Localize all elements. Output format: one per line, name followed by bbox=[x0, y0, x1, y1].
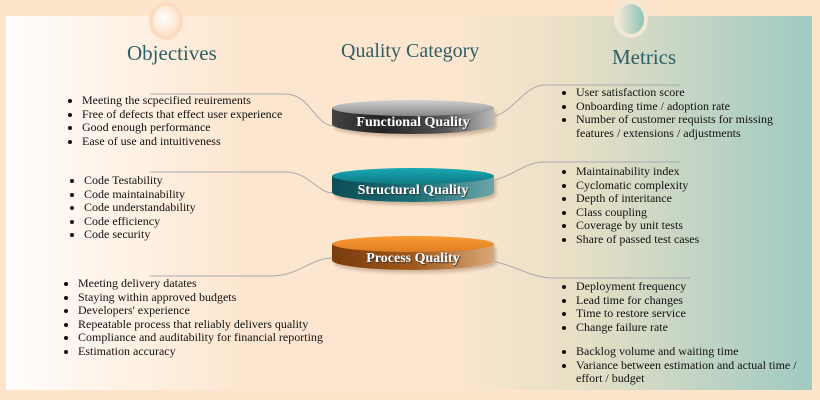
list-item: Code understandability bbox=[84, 200, 196, 215]
connector-line bbox=[494, 261, 690, 279]
list-item: Developers' experience bbox=[78, 303, 323, 318]
connector-line bbox=[494, 161, 680, 181]
list-item: Staying within approved budgets bbox=[78, 290, 323, 305]
list-item: Code security bbox=[84, 227, 196, 242]
disc-structural-quality: Structural Quality bbox=[332, 168, 494, 208]
background-panel bbox=[6, 16, 812, 390]
list-item: Free of defects that effect user experie… bbox=[82, 107, 282, 122]
connector-line bbox=[150, 257, 334, 277]
disc-functional-quality: Functional Quality bbox=[332, 100, 494, 140]
list-item: Class coupling bbox=[576, 205, 699, 220]
metrics-list-process: Deployment frequency Lead time for chang… bbox=[560, 279, 816, 386]
list-item: Change failure rate bbox=[576, 320, 816, 335]
list-item: Meeting delivery datates bbox=[78, 276, 323, 291]
category-label: Functional Quality bbox=[356, 115, 470, 130]
list-item: Time to restore service bbox=[576, 306, 816, 321]
list-item: Code Testability bbox=[84, 173, 196, 188]
decorative-knob-left bbox=[153, 6, 179, 36]
objectives-header: Objectives bbox=[127, 41, 217, 65]
category-header: Quality Category bbox=[341, 40, 480, 62]
connector-line bbox=[494, 84, 680, 117]
list-item: Number of customer requists for missing … bbox=[576, 112, 801, 140]
objectives-list-process: Meeting delivery datates Staying within … bbox=[62, 276, 323, 359]
list-item: Estimation accuracy bbox=[78, 344, 323, 359]
category-label: Structural Quality bbox=[357, 183, 469, 198]
list-item: Onboarding time / adoption rate bbox=[576, 99, 801, 114]
connector-line bbox=[150, 171, 334, 194]
list-item: Share of passed test cases bbox=[576, 232, 699, 247]
list-item: Ease of use and intuitiveness bbox=[82, 134, 282, 149]
list-item: Depth of interitance bbox=[576, 191, 699, 206]
list-item: Good enough performance bbox=[82, 120, 282, 135]
list-item: Variance between estimation and actual t… bbox=[576, 358, 816, 386]
objectives-list-functional: Meeting the scpecified reuirements Free … bbox=[66, 93, 282, 149]
list-item: Backlog volume and waiting time bbox=[576, 344, 816, 359]
list-item: Meeting the scpecified reuirements bbox=[82, 93, 282, 108]
list-item: Maintainability index bbox=[576, 164, 699, 179]
list-item: Code maintainability bbox=[84, 187, 196, 202]
list-item: Cyclomatic complexity bbox=[576, 178, 699, 193]
category-label: Process Quality bbox=[366, 251, 460, 266]
objectives-list-structural: Code Testability Code maintainability Co… bbox=[68, 173, 196, 242]
connector-line bbox=[150, 93, 334, 127]
decorative-knob-right bbox=[618, 4, 644, 34]
list-item: Coverage by unit tests bbox=[576, 218, 699, 233]
list-item: Code efficiency bbox=[84, 214, 196, 229]
disc-process-quality: Process Quality bbox=[332, 236, 494, 276]
list-item: Lead time for changes bbox=[576, 293, 816, 308]
list-item: Compliance and auditability for financia… bbox=[78, 330, 323, 345]
metrics-list-structural: Maintainability index Cyclomatic complex… bbox=[560, 164, 699, 247]
metrics-list-functional: User satisfaction score Onboarding time … bbox=[560, 85, 801, 140]
list-item: User satisfaction score bbox=[576, 85, 801, 100]
list-item: Repeatable process that reliably deliver… bbox=[78, 317, 323, 332]
metrics-header: Metrics bbox=[612, 45, 677, 69]
list-item: Deployment frequency bbox=[576, 279, 816, 294]
